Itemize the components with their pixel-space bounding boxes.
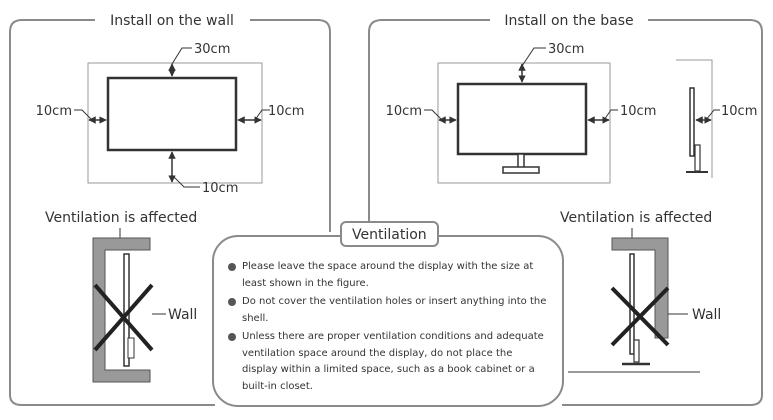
stand-side-neck [694, 144, 701, 172]
stand-base [502, 166, 540, 174]
left-leader-line [424, 109, 443, 121]
side-leader-line [705, 109, 720, 121]
stand-neck [517, 153, 525, 169]
wall-outline [676, 59, 713, 178]
wall-label: Wall [692, 307, 721, 323]
top-leader-line [171, 47, 192, 65]
stand-side-neck [633, 339, 640, 363]
bullet-item: Please leave the space around the displa… [228, 259, 548, 292]
panel-frame-left [9, 19, 215, 406]
right-gap-label: 10cm [268, 104, 304, 119]
display-side-view [689, 87, 695, 157]
ventilation-warning: Ventilation is affected [45, 210, 197, 226]
bottom-gap-label: 10cm [202, 181, 238, 196]
ventilation-callout: Please leave the space around the displa… [212, 235, 564, 407]
clearance-zone [87, 62, 263, 184]
bottom-leader-line [171, 174, 200, 188]
cross-icon-stroke-b [610, 286, 670, 347]
left-gap-label: 10cm [36, 104, 72, 119]
display-front [456, 82, 588, 156]
top-leader-line [521, 47, 546, 67]
top-gap-label: 30cm [548, 42, 584, 57]
wall-install-panel: Install on the wall 30cm 10cm 10cm 10cm … [9, 13, 331, 406]
panel-title: Install on the wall [110, 13, 234, 29]
panel-title: Install on the base [504, 13, 633, 29]
top-gap-label: 30cm [194, 42, 230, 57]
wall-label: Wall [168, 307, 197, 323]
panel-frame-right-left [368, 19, 490, 232]
cabinet-enclosure [611, 237, 669, 339]
panel-frame-right [562, 19, 763, 406]
left-leader-line [74, 109, 93, 121]
panel-frame-left-right [250, 19, 331, 232]
base-install-panel: Install on the base 30cm 10cm 10cm 10cm … [368, 13, 763, 406]
side-gap-label: 10cm [721, 104, 757, 119]
display-side-view [629, 253, 635, 355]
right-leader-line [254, 109, 270, 121]
wall-mount-bracket [127, 337, 135, 359]
left-gap-label: 10cm [386, 104, 422, 119]
callout-title: Ventilation [340, 221, 439, 247]
right-gap-label: 10cm [620, 104, 656, 119]
ventilation-bullet-list: Please leave the space around the displa… [214, 237, 562, 395]
right-leader-line [603, 109, 618, 121]
cabinet-enclosure [92, 237, 151, 383]
bullet-item: Do not cover the ventilation holes or in… [228, 294, 548, 327]
cross-icon-stroke-b [93, 283, 154, 352]
display-front [106, 76, 238, 152]
bullet-item: Unless there are proper ventilation cond… [228, 329, 548, 395]
ventilation-warning: Ventilation is affected [560, 210, 712, 226]
